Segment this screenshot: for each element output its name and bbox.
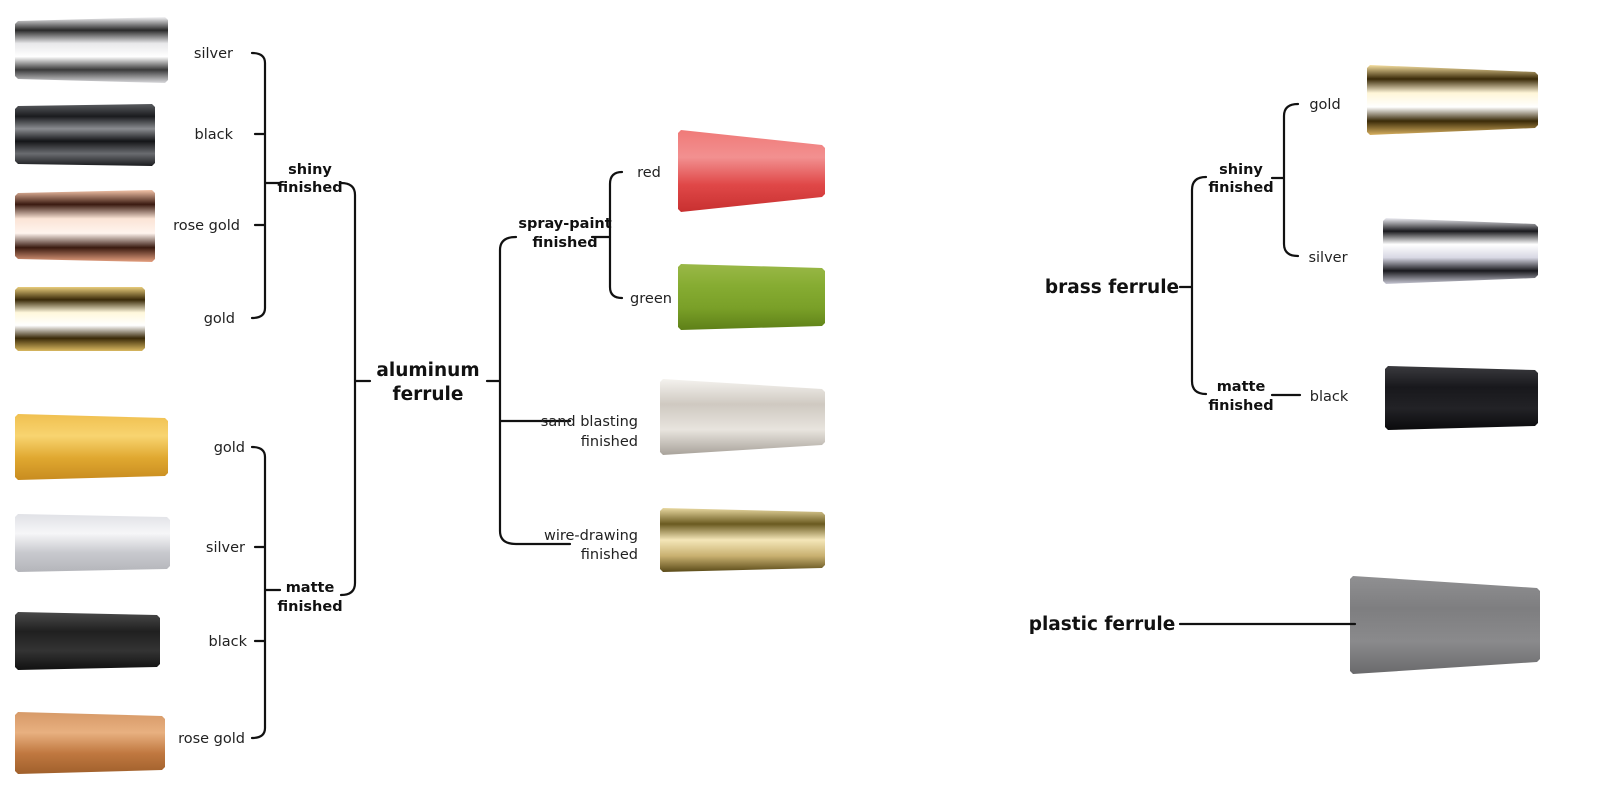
ferrule-plastic-gray — [1350, 576, 1540, 674]
label-green: green — [630, 291, 672, 307]
connector-al-shiny — [250, 51, 282, 320]
label-brass-silver: silver — [1308, 250, 1347, 266]
label-al-shiny-silver: silver — [194, 46, 233, 62]
ferrule-brass-shiny-gold — [1367, 65, 1538, 135]
label-brass-shiny-1: shiny — [1219, 162, 1263, 178]
label-spray-2: finished — [532, 235, 597, 251]
label-sand-1: sand blasting — [541, 414, 638, 430]
label-al-matte-finished-2: finished — [277, 599, 342, 615]
ferrule-al-shiny-gold — [15, 287, 145, 351]
ferrule-al-spray-green — [678, 264, 825, 330]
ferrule-al-spray-red — [678, 130, 825, 212]
label-brass-shiny-2: finished — [1208, 180, 1273, 196]
connector-al-finishes — [339, 181, 372, 597]
ferrule-al-matte-rose-gold — [15, 712, 165, 774]
ferrule-al-wire-drawing — [660, 508, 825, 572]
ferrule-al-sand-blasting — [660, 379, 825, 455]
title-aluminum-2: ferrule — [393, 384, 464, 405]
connector-al-right — [485, 235, 572, 546]
ferrule-al-shiny-black — [15, 104, 155, 166]
ferrule-al-matte-black — [15, 612, 160, 670]
ferrule-al-matte-silver — [15, 514, 170, 572]
title-aluminum-1: aluminum — [376, 360, 479, 381]
label-sand-2: finished — [581, 434, 638, 450]
label-brass-gold: gold — [1309, 97, 1340, 113]
label-al-matte-black: black — [209, 634, 248, 650]
connector-al-matte — [250, 445, 282, 740]
label-al-matte-finished-1: matte — [286, 580, 335, 596]
label-wire-1: wire-drawing — [544, 528, 638, 544]
ferrule-brass-matte-black — [1385, 366, 1538, 430]
title-brass: brass ferrule — [1045, 277, 1179, 298]
label-spray-1: spray-paint — [518, 216, 611, 232]
label-brass-matte-2: finished — [1208, 398, 1273, 414]
label-al-shiny-rose-gold: rose gold — [173, 218, 240, 234]
label-wire-2: finished — [581, 547, 638, 563]
label-al-shiny-black: black — [195, 127, 234, 143]
connector-spray — [590, 170, 624, 300]
label-al-shiny-gold: gold — [204, 311, 235, 327]
label-al-matte-rose-gold: rose gold — [178, 731, 245, 747]
title-plastic: plastic ferrule — [1029, 614, 1176, 635]
label-al-shiny-finished-2: finished — [277, 180, 342, 196]
label-brass-matte-1: matte — [1217, 379, 1266, 395]
connector-brass — [1178, 102, 1302, 397]
ferrule-brass-shiny-silver — [1383, 218, 1538, 284]
label-red: red — [637, 165, 661, 181]
label-al-matte-gold: gold — [214, 440, 245, 456]
ferrule-al-matte-gold — [15, 414, 168, 480]
label-al-shiny-finished-1: shiny — [288, 162, 332, 178]
ferrule-images — [15, 17, 1540, 774]
ferrule-al-shiny-silver — [15, 17, 168, 83]
label-brass-black: black — [1310, 389, 1349, 405]
label-al-matte-silver: silver — [206, 540, 245, 556]
ferrule-al-shiny-rose-gold — [15, 190, 155, 262]
